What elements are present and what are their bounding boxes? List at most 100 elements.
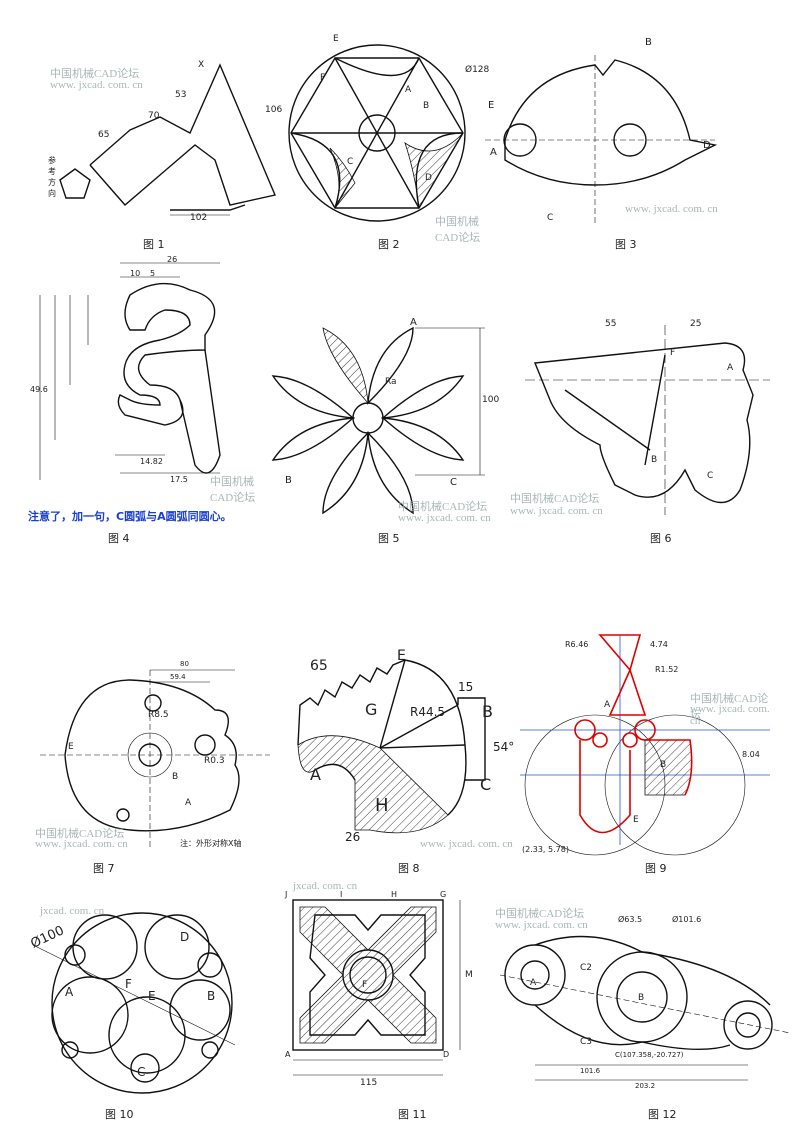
fig8-label-c: C: [480, 775, 492, 794]
figure-10-drawing: [32, 912, 236, 1094]
fig12-label-a: A: [530, 978, 537, 988]
fig8-dim-15: 15: [458, 680, 474, 694]
fig11-label-h: H: [391, 890, 398, 899]
fig10-label-f: F: [125, 977, 132, 991]
figure-2: Ø128 E F A B C D 中国机械CAD论坛: [285, 33, 489, 244]
fig12-label-c2: C2: [580, 963, 593, 973]
watermark-url-3: www. jxcad. com. cn: [625, 203, 718, 215]
fig11-label-j: J: [285, 890, 288, 899]
caption-fig8: 图 8: [398, 862, 420, 875]
fig9-label-e: E: [633, 815, 639, 825]
fig4-dim-5: 5: [150, 269, 156, 278]
fig2-label-f: F: [320, 73, 326, 83]
fig2-label-e: E: [333, 34, 339, 44]
fig8-label-a: A: [310, 765, 321, 784]
figure-7-drawing: [40, 669, 270, 850]
fig7-label-e: E: [68, 742, 74, 752]
fig1-label-ref: 参考方向: [48, 156, 56, 198]
fig9-8-04: 8.04: [742, 750, 760, 759]
watermark-cn-12: 中国机械CAD论坛: [495, 908, 585, 920]
fig8-label-g: G: [365, 700, 378, 719]
fig8-label-e: E: [397, 648, 406, 664]
fig6-label-c: C: [707, 471, 714, 481]
figure-3-drawing: [485, 55, 718, 225]
caption-fig1: 图 1: [143, 238, 165, 251]
fig8-label-r44-5: R44.5: [410, 705, 446, 719]
fig12-label-d63-5: Ø63.5: [618, 915, 643, 924]
fig10-label-d: D: [180, 930, 190, 944]
fig11-label-i: I: [340, 890, 343, 899]
fig12-label-c-coord: C(107.358,-20.727): [615, 1051, 684, 1059]
fig1-label-102: 102: [190, 213, 208, 223]
fig6-dim-25: 25: [690, 319, 702, 329]
watermark-cn-6: 中国机械CAD论坛: [510, 493, 600, 505]
fig3-label-a: A: [490, 147, 497, 158]
watermark-cn: 中国机械CAD论坛: [50, 68, 140, 80]
fig9-label-b: B: [660, 760, 667, 770]
caption-fig12: 图 12: [648, 1108, 677, 1121]
fig10-label-b: B: [207, 989, 216, 1003]
figure-9-drawing: [520, 634, 770, 856]
figure-12-drawing: [499, 935, 791, 1081]
figure-1-drawing: [59, 63, 276, 216]
figure-5-drawing: [271, 326, 485, 515]
fig8-label-b: B: [482, 702, 493, 721]
figure-6: 55 25 A F B C 中国机械CAD论坛 www. jxcad. com.…: [505, 315, 775, 520]
caption-fig6: 图 6: [650, 532, 672, 545]
fig1-label-70: 70: [148, 111, 160, 121]
fig7-label-c: R0.3: [204, 756, 225, 766]
fig5-label-a: A: [410, 317, 417, 328]
watermark-url-10: jxcad. com. cn: [40, 905, 105, 917]
fig11-label-g: G: [440, 890, 447, 899]
fig11-label-c2: F: [362, 980, 368, 990]
watermark-cn-7: 中国机械CAD论坛: [35, 828, 125, 840]
fig8-label-h: H: [375, 795, 389, 816]
figure-12: Ø63.5 Ø101.6 C2 A B C3 C(107.358,-20.727…: [490, 905, 791, 1095]
fig4-dim-14-82: 14.82: [140, 457, 163, 466]
watermark-url-12: www. jxcad. com. cn: [495, 919, 588, 931]
fig10-label-c: C: [137, 1065, 146, 1079]
caption-fig7: 图 7: [93, 862, 115, 875]
fig5-label-c: C: [450, 477, 457, 488]
fig4-dim-49-6: 49.6: [30, 385, 48, 394]
fig4-note: 注意了，加一句，C圆弧与A圆弧同圆心。: [28, 510, 232, 523]
fig1-label-106: 106: [265, 105, 283, 115]
figure-6-drawing: [525, 325, 770, 515]
caption-fig11: 图 11: [398, 1108, 427, 1121]
watermark-url-8: www. jxcad. com. cn: [420, 838, 513, 850]
fig11-label-d: D: [443, 1050, 450, 1059]
fig9-r1-52: R1.52: [655, 665, 679, 674]
fig2-label-c: C: [347, 157, 354, 167]
fig7-label-a: A: [185, 798, 192, 808]
figure-2-drawing: [288, 44, 466, 222]
fig8-dim-26: 26: [345, 830, 361, 844]
watermark-url-11: jxcad. com. cn: [293, 880, 358, 892]
fig7-label-b: B: [172, 772, 179, 782]
fig5-label-100: 100: [482, 395, 500, 405]
figure-1: 中国机械CAD论坛 www. jxcad. com. cn 参考方向 70 53…: [30, 55, 283, 230]
figure-9: R6.46 4.74 R1.52 A B 8.04 E (2.33, 5.78)…: [520, 625, 775, 856]
watermark-url-9: www. jxcad. com. cn: [690, 703, 770, 727]
fig5-label-b: B: [285, 475, 292, 486]
fig10-label-e: E: [148, 989, 156, 1003]
watermark-url: www. jxcad. com. cn: [50, 79, 143, 91]
fig4-dim-26: 26: [167, 255, 178, 264]
fig3-label-e: E: [488, 100, 495, 111]
watermark-url-6: www. jxcad. com. cn: [510, 505, 603, 517]
figure-11: J I H G F A D 115 M jxcad. com. cn: [255, 880, 490, 1095]
fig12-dim-101-6: 101.6: [580, 1067, 601, 1075]
fig6-label-b: B: [651, 455, 658, 465]
fig8-label-54: 54°: [493, 740, 515, 754]
caption-fig3: 图 3: [615, 238, 637, 251]
watermark-cn-4: 中国机械CAD论坛: [210, 476, 256, 504]
fig2-diameter: Ø128: [465, 65, 490, 75]
watermark-cn-5: 中国机械CAD论坛: [398, 501, 488, 513]
fig5-label-ra: Ra: [385, 377, 397, 387]
fig12-dim-203-2: 203.2: [635, 1082, 656, 1090]
figure-11-drawing: [292, 899, 461, 1076]
fig8-dim-65: 65: [310, 658, 328, 674]
figure-4-drawing: [39, 262, 221, 480]
fig11-dim-115-bottom: 115: [360, 1078, 378, 1088]
fig6-dim-55: 55: [605, 319, 617, 329]
fig11-dim-115-side: M: [465, 970, 473, 980]
